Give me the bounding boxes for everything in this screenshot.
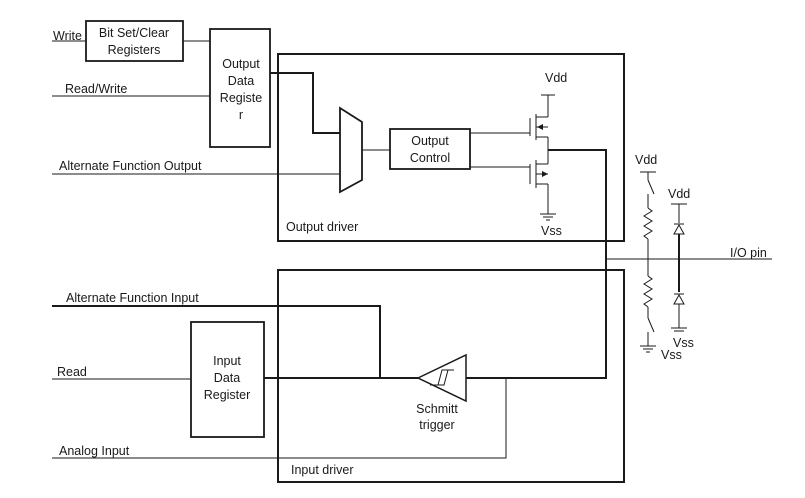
bit-set-clear-label-1: Bit Set/Clear [99,26,169,40]
schmitt-label-1: Schmitt [416,402,458,416]
output-driver-frame [277,53,625,242]
input-data-label-2: Data [214,371,240,385]
read-write-label: Read/Write [65,82,127,96]
vss-diode-ground-icon [671,327,687,332]
analog-input-wire [52,378,507,459]
output-control-box [389,128,471,170]
pulldown-resistor-icon [643,275,653,308]
alternate-function-input-wire [52,305,381,378]
alternate-function-output-label: Alternate Function Output [59,159,202,173]
vdd-pullup-label: Vdd [635,153,657,167]
vdd-diode-label: Vdd [668,187,690,201]
alternate-function-input-label: Alternate Function Input [66,291,199,305]
odr-to-mux-wire [270,72,340,134]
read-label: Read [57,365,87,379]
vss-output-ground-icon [540,213,556,221]
vss-diode-label: Vss [673,336,694,350]
write-label: Write [53,29,82,43]
input-driver-label: Input driver [291,463,354,477]
pulldown-switch-icon [647,317,655,333]
output-data-label-4: r [239,108,243,122]
output-data-register-box [209,28,271,148]
output-control-label-2: Control [410,151,450,165]
output-driver-label: Output driver [286,220,358,234]
schmitt-label-2: trigger [419,418,454,432]
schmitt-trigger-icon [416,353,467,403]
vss-output-label: Vss [541,224,562,238]
io-pin-label: I/O pin [730,246,767,260]
nmos-transistor [529,150,549,214]
vdd-top-label: Vdd [545,71,567,85]
output-data-label-1: Output [222,57,260,71]
input-data-label-3: Register [204,388,251,402]
output-data-label-3: Registe [220,91,262,105]
lower-diode-icon [673,293,685,305]
pullup-resistor-icon [643,207,653,240]
input-driver-frame [277,269,625,483]
output-data-label-2: Data [228,74,254,88]
bit-set-clear-registers-box [85,20,184,62]
output-control-label-1: Output [411,134,449,148]
input-data-register-box [190,321,265,438]
vss-pulldown-label: Vss [661,348,682,362]
bit-set-clear-label-2: Registers [108,43,161,57]
pmos-transistor [529,112,549,150]
pullup-switch-icon [647,179,655,195]
output-multiplexer [339,106,363,194]
analog-input-label: Analog Input [59,444,130,458]
drain-to-io-wire [466,149,607,379]
input-data-label-1: Input [213,354,241,368]
upper-diode-icon [673,223,685,235]
vss-pulldown-ground-icon [640,345,656,353]
